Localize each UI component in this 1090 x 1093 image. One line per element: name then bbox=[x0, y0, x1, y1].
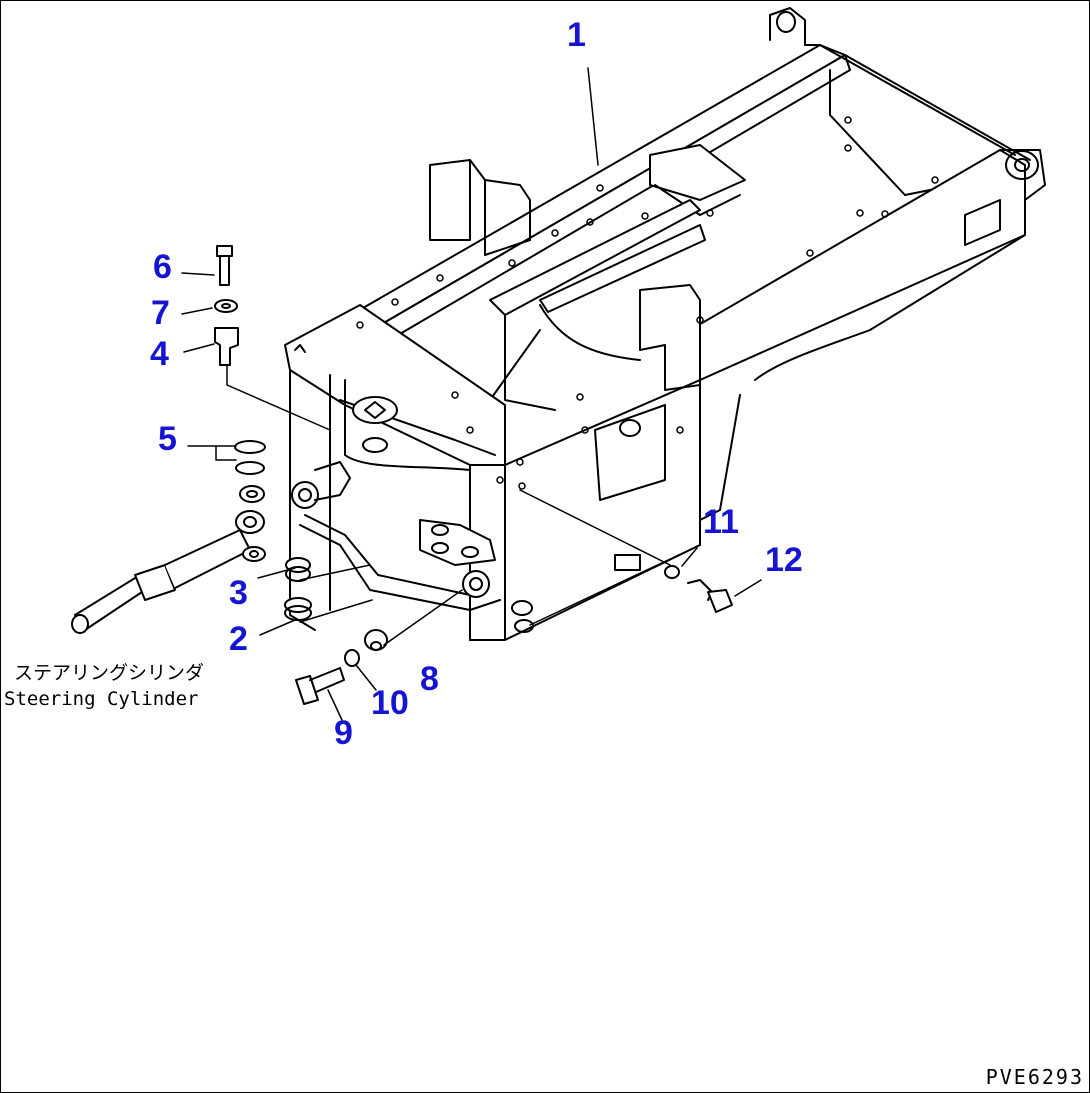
steering-cylinder-caption-en: Steering Cylinder bbox=[4, 688, 199, 710]
front-box-frame bbox=[284, 304, 701, 641]
callout-2: 2 bbox=[229, 620, 248, 658]
callout-9: 9 bbox=[334, 714, 353, 752]
steering-cylinder bbox=[71, 510, 265, 634]
callout-12: 12 bbox=[765, 541, 803, 579]
callout-10: 10 bbox=[371, 684, 409, 722]
washers-and-bushings bbox=[214, 299, 680, 667]
callout-1: 1 bbox=[567, 16, 586, 54]
bolts bbox=[214, 245, 733, 705]
cross-members bbox=[429, 144, 746, 411]
callout-3: 3 bbox=[229, 574, 248, 612]
callout-7: 7 bbox=[151, 294, 170, 332]
steering-cylinder-caption-jp: ステアリングシリンダ bbox=[14, 662, 205, 684]
callout-8: 8 bbox=[420, 660, 439, 698]
bolt-holes bbox=[356, 116, 939, 490]
leader-lines bbox=[181, 67, 762, 721]
callout-6: 6 bbox=[153, 248, 172, 286]
callout-4: 4 bbox=[150, 335, 169, 373]
drawing-id: PVE6293 bbox=[985, 1065, 1084, 1089]
callout-11: 11 bbox=[703, 503, 739, 541]
callout-5: 5 bbox=[158, 420, 177, 458]
main-frame-rails bbox=[289, 7, 1046, 521]
